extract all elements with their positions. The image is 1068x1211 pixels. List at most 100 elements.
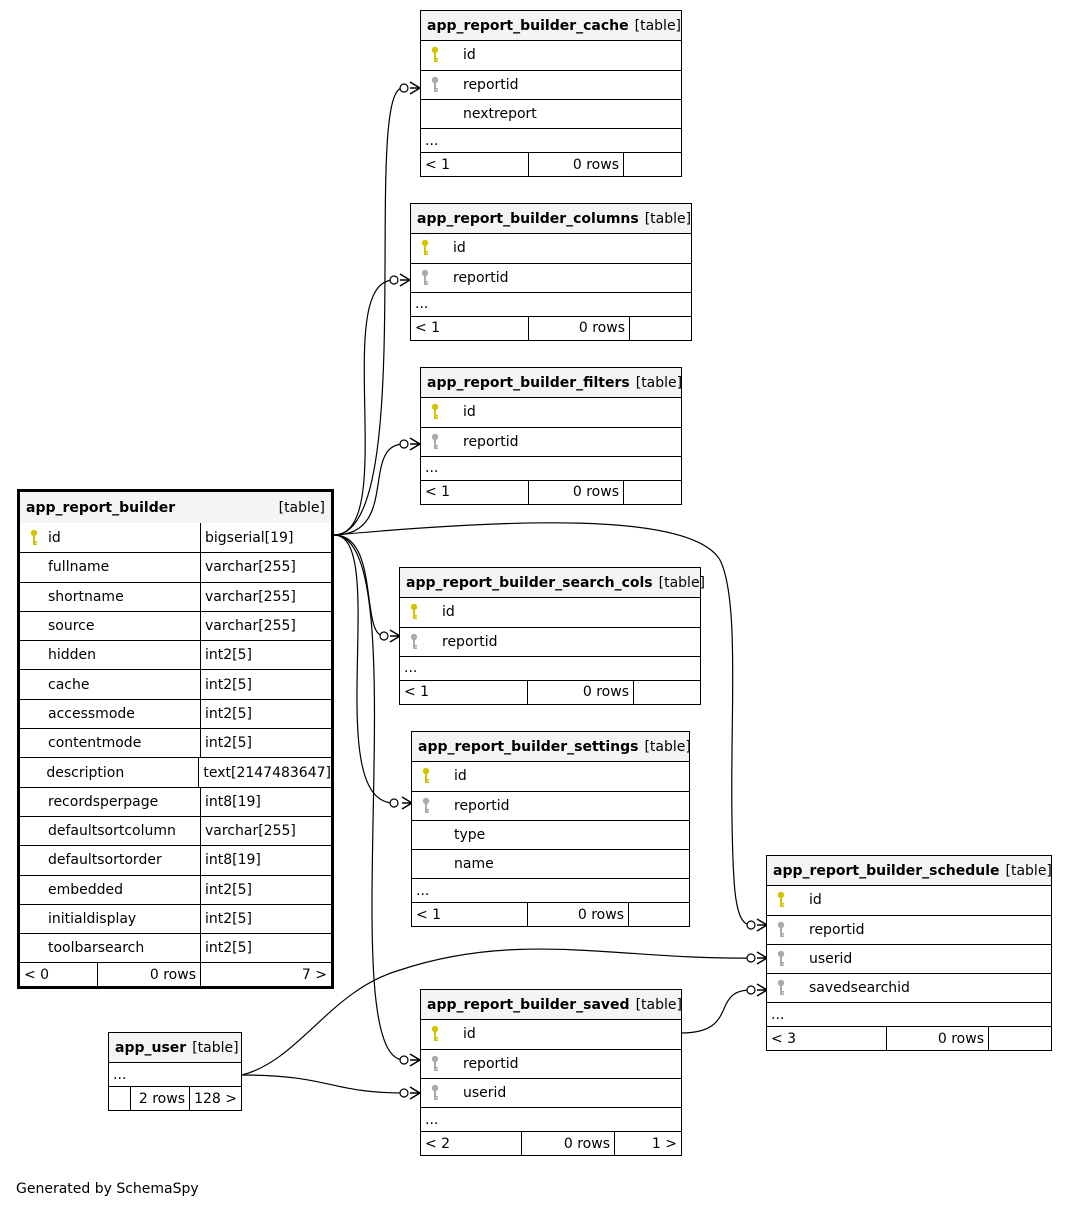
column-name: reportid bbox=[442, 633, 498, 650]
column-row[interactable]: savedsearchid bbox=[767, 973, 1051, 1002]
more-columns: ... bbox=[421, 1107, 681, 1131]
column-type: int2[5] bbox=[200, 670, 331, 699]
column-name: contentmode bbox=[48, 735, 142, 752]
column-name: reportid bbox=[453, 269, 509, 286]
column-row[interactable]: id bbox=[767, 885, 1051, 914]
column-name: reportid bbox=[454, 797, 510, 814]
column-type: varchar[255] bbox=[200, 611, 331, 641]
foreign-key-icon bbox=[411, 269, 439, 287]
foreign-key-icon bbox=[421, 1055, 449, 1073]
footer-rows: 0 rows bbox=[887, 1027, 989, 1051]
table-name: app_report_builder bbox=[26, 499, 176, 516]
table-name: app_report_builder_columns bbox=[417, 210, 639, 227]
column-name: id bbox=[809, 892, 822, 909]
foreign-key-icon bbox=[421, 1084, 449, 1102]
column-name: source bbox=[48, 618, 95, 635]
foreign-key-icon bbox=[421, 433, 449, 451]
column-row[interactable]: reportid bbox=[421, 1048, 681, 1078]
table-footer: < 0 0 rows 7 > bbox=[20, 962, 331, 987]
column-name: reportid bbox=[463, 1055, 519, 1072]
column-row[interactable]: reportid bbox=[412, 790, 689, 820]
column-row[interactable]: reportid bbox=[421, 426, 681, 456]
more-columns: ... bbox=[412, 878, 689, 902]
column-name: defaultsortorder bbox=[48, 852, 162, 869]
column-type: int2[5] bbox=[200, 875, 331, 904]
footer-children bbox=[624, 481, 681, 504]
table-kind: [table] bbox=[635, 374, 683, 391]
footer-children bbox=[630, 317, 691, 340]
more-columns: ... bbox=[109, 1062, 241, 1086]
column-name: reportid bbox=[463, 76, 519, 93]
column-type: bigserial[19] bbox=[200, 523, 331, 553]
primary-key-icon bbox=[412, 767, 440, 785]
column-name: fullname bbox=[48, 559, 110, 576]
table-header: app_report_builder [table] bbox=[20, 492, 331, 523]
primary-key-icon bbox=[20, 529, 48, 547]
footer-rows: 2 rows bbox=[131, 1087, 190, 1111]
footer-rows: 0 rows bbox=[98, 963, 201, 987]
foreign-key-icon bbox=[400, 633, 428, 651]
column-row[interactable]: id bbox=[421, 1019, 681, 1048]
edge-report-builder-to-settings bbox=[333, 534, 395, 804]
column-row[interactable]: nextreport bbox=[421, 98, 681, 128]
column-row[interactable]: id bbox=[412, 761, 689, 790]
column-row[interactable]: reportid bbox=[421, 69, 681, 99]
column-row[interactable]: id bbox=[421, 40, 681, 69]
column-name: savedsearchid bbox=[809, 980, 910, 997]
edge-report-builder-to-saved bbox=[333, 534, 405, 1061]
primary-key-icon bbox=[421, 403, 449, 421]
footer-rows: 0 rows bbox=[522, 1132, 615, 1156]
column-row[interactable]: type bbox=[412, 819, 689, 849]
column-row[interactable]: id bbox=[400, 597, 700, 626]
column-row[interactable]: userid bbox=[767, 943, 1051, 973]
column-row[interactable]: source varchar[255] bbox=[20, 610, 331, 641]
foreign-key-icon bbox=[421, 76, 449, 94]
footer-parents: < 3 bbox=[767, 1027, 887, 1051]
footer-children: 7 > bbox=[301, 966, 327, 983]
column-row[interactable]: name bbox=[412, 849, 689, 878]
footer-parents: < 1 bbox=[421, 153, 529, 177]
edge-saved-to-schedule bbox=[680, 989, 752, 1034]
column-row[interactable]: id bbox=[421, 397, 681, 426]
column-row[interactable]: reportid bbox=[411, 262, 691, 292]
column-row[interactable]: id bbox=[411, 233, 691, 262]
column-row[interactable]: userid bbox=[421, 1077, 681, 1107]
column-type: varchar[255] bbox=[200, 582, 331, 611]
footer-parents: < 1 bbox=[400, 680, 528, 704]
table-app-report-builder-columns[interactable]: app_report_builder_columns[table]id repor… bbox=[410, 203, 692, 341]
column-row[interactable]: reportid bbox=[767, 914, 1051, 944]
footer-rows: 0 rows bbox=[529, 316, 630, 340]
primary-key-icon bbox=[767, 891, 795, 909]
table-header: app_report_builder_columns[table] bbox=[411, 204, 691, 234]
more-columns: ... bbox=[400, 655, 700, 680]
column-row[interactable]: reportid bbox=[400, 626, 700, 656]
footer-rows: 0 rows bbox=[529, 480, 624, 504]
edge-report-builder-to-filters bbox=[333, 443, 405, 536]
table-kind: [table] bbox=[634, 17, 682, 34]
primary-key-icon bbox=[411, 239, 439, 257]
